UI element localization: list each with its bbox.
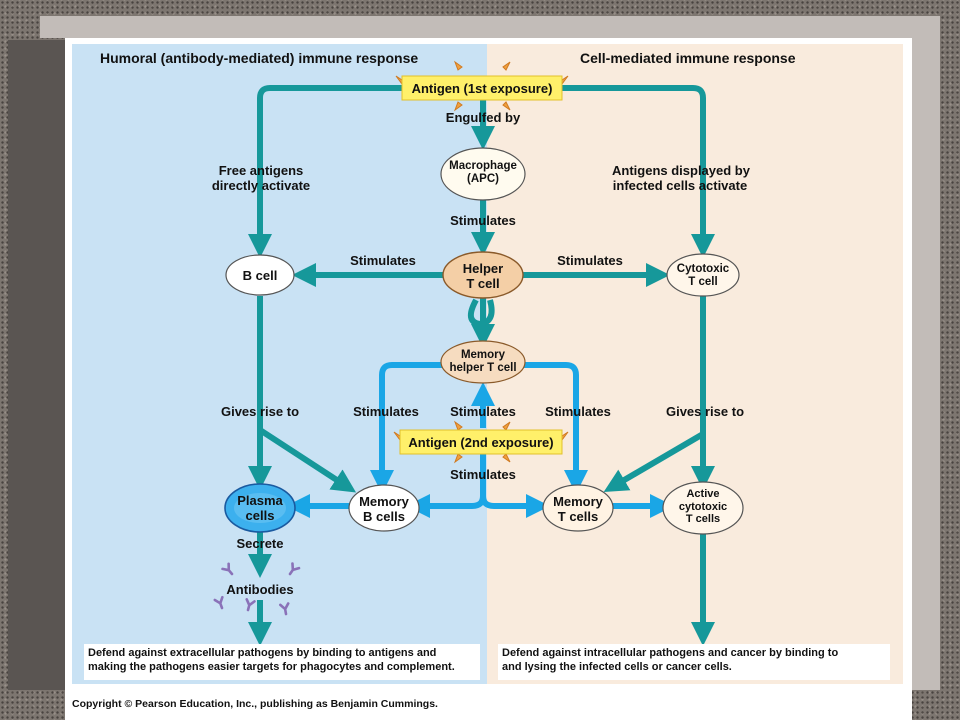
memory-t-cell <box>542 484 614 532</box>
antigen-first-box <box>395 60 569 112</box>
antigen-first-label: Antigen (1st exposure) <box>411 81 553 96</box>
helper-t-cell <box>442 251 524 299</box>
stimulates-memory-b-label: Stimulates <box>353 404 419 419</box>
arrow-antigen-to-b-cell <box>248 85 402 258</box>
b-cell-label: B cell <box>242 268 278 283</box>
free-antigens-label: Free antigens directly activate <box>211 163 311 193</box>
stimulates-memory-t-label: Stimulates <box>545 404 611 419</box>
stimulates-memory-helper-label: Stimulates <box>450 404 516 419</box>
stimulates-right-label: Stimulates <box>557 253 623 268</box>
antigen-second-label: Antigen (2nd exposure) <box>408 435 554 450</box>
slide-frame-right <box>912 16 940 690</box>
copyright-text: Copyright © Pearson Education, Inc., pub… <box>72 698 438 710</box>
active-cytotoxic-cell <box>662 481 744 535</box>
b-cell <box>225 254 295 296</box>
secrete-label: Secrete <box>236 536 284 551</box>
arrow-antigen2-to-memory-b <box>406 494 486 518</box>
arrow-memory-helper-to-memory-t <box>522 362 588 494</box>
antigen-second-box <box>393 420 569 464</box>
macrophage-cell <box>440 147 526 201</box>
stimulates-left-label: Stimulates <box>350 253 416 268</box>
arrow-b-cell-to-memory-b <box>258 427 357 493</box>
cell-mediated-defense-note: Defend against intracellular pathogens a… <box>498 644 890 680</box>
humoral-heading: Humoral (antibody-mediated) immune respo… <box>100 50 419 66</box>
engulfed-by-label: Engulfed by <box>445 110 521 125</box>
memory-b-cell <box>348 484 420 532</box>
macrophage-label: Macrophage(APC) <box>449 160 517 185</box>
stimulates-antigen2-label: Stimulates <box>450 467 516 482</box>
cytotoxic-t-cell <box>666 253 740 297</box>
slide-frame-top <box>40 16 940 38</box>
gives-rise-left-label: Gives rise to <box>220 404 300 419</box>
memory-helper-t-cell <box>440 340 526 384</box>
humoral-defense-note: Defend against extracellular pathogens b… <box>84 644 480 680</box>
arrow-antigen-to-cytotoxic <box>562 85 715 258</box>
helper-loop <box>467 298 495 327</box>
plasma-cell-nucleus <box>234 493 286 523</box>
cell-mediated-heading: Cell-mediated immune response <box>580 50 796 66</box>
antigens-displayed-label: Antigens displayed by infected cells act… <box>612 163 750 193</box>
antibodies-label: Antibodies <box>226 582 294 597</box>
arrow-cytotoxic-to-memory-t <box>603 431 705 493</box>
arrow-memory-helper-to-memory-b <box>370 362 444 494</box>
arrow-antigen2-to-memory-t <box>480 494 550 518</box>
gives-rise-right-label: Gives rise to <box>665 404 745 419</box>
stimulates-apc-label: Stimulates <box>450 213 516 228</box>
